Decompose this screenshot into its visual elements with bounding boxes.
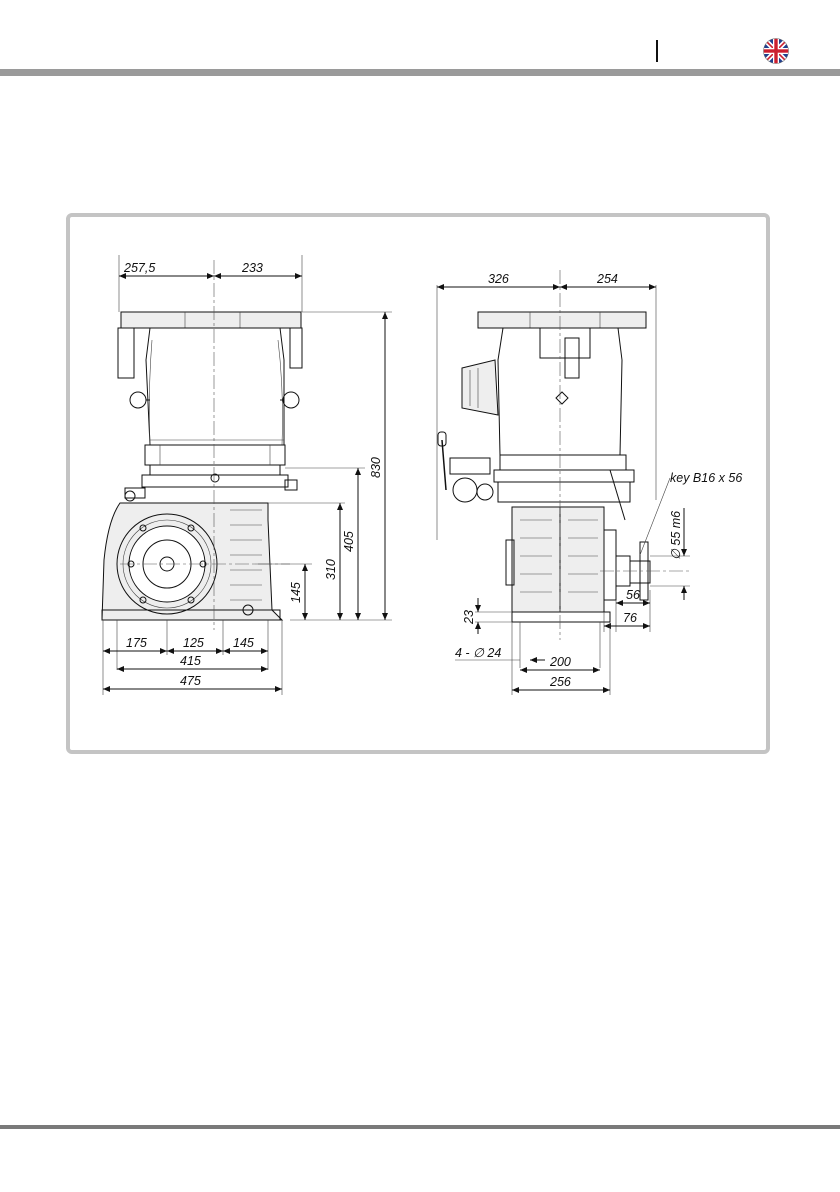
dim-left-top-1: 257,5 [123,261,155,275]
key-label: key B16 x 56 [670,471,742,485]
shaft-diameter-label: ∅ 55 m6 [669,511,683,560]
dim-200: 200 [549,655,571,669]
left-view-machine [102,260,302,630]
dim-145-bottom: 145 [233,636,254,650]
footer-rule [0,1125,840,1129]
dim-left-top-2: 233 [241,261,263,275]
dim-405: 405 [342,531,356,552]
dim-145: 145 [289,582,303,603]
dim-415: 415 [180,654,201,668]
right-view-machine [438,270,690,640]
dim-175: 175 [126,636,147,650]
dim-475: 475 [180,674,201,688]
dim-56: 56 [626,588,640,602]
dim-256: 256 [549,675,571,689]
dim-326: 326 [488,272,509,286]
dim-23: 23 [462,610,476,625]
dim-310: 310 [324,559,338,580]
holes-label: 4 - ∅ 24 [455,646,501,660]
dim-125: 125 [183,636,204,650]
dim-76: 76 [623,611,637,625]
dim-830: 830 [369,457,383,478]
dim-254: 254 [596,272,618,286]
